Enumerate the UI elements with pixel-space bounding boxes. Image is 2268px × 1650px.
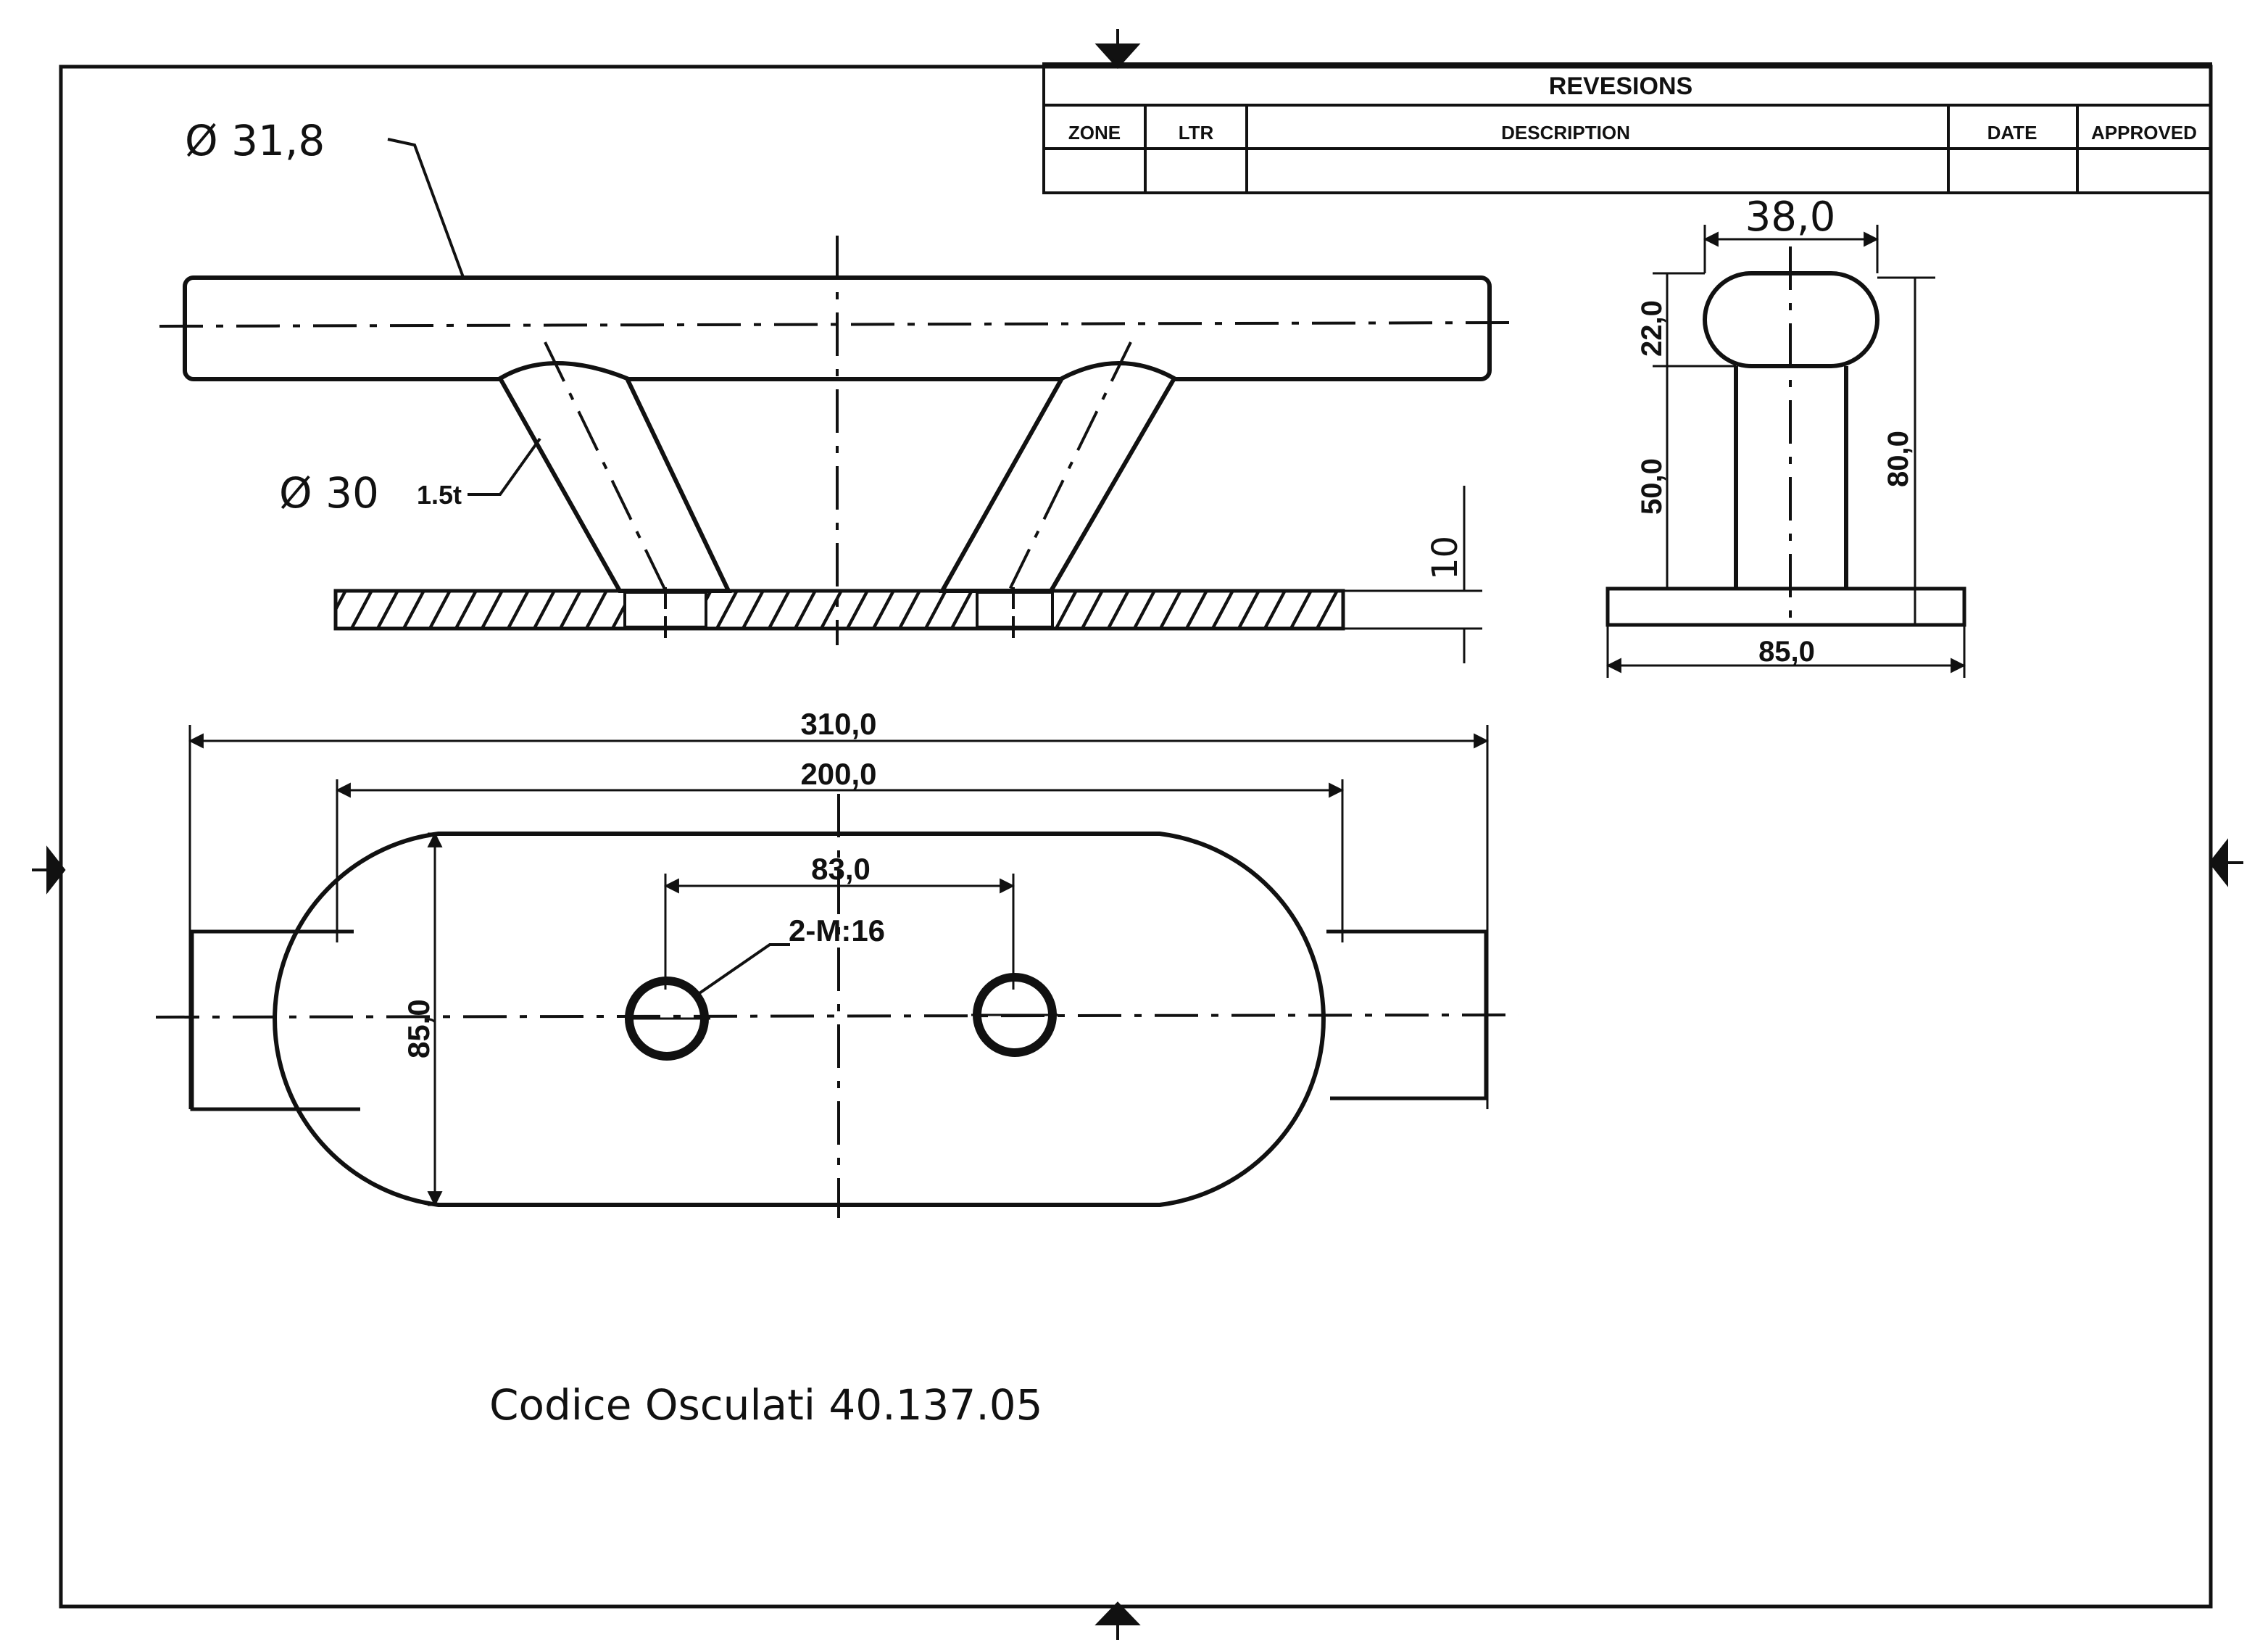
side-view bbox=[1606, 225, 1966, 678]
leg-thickness-label: 1.5t bbox=[417, 480, 462, 510]
side-top-width-dim: 38,0 bbox=[1745, 194, 1836, 241]
col-ltr: LTR bbox=[1179, 122, 1214, 144]
side-leg-height-dim: 50,0 bbox=[1636, 458, 1668, 515]
product-code: Codice Osculati 40.137.05 bbox=[489, 1380, 1043, 1430]
base-length-dim: 200,0 bbox=[800, 757, 876, 791]
tube-end-left bbox=[190, 929, 360, 1111]
side-base-plate bbox=[1606, 586, 1966, 627]
leg-diameter-label: Ø 30 bbox=[279, 468, 379, 518]
col-date: DATE bbox=[1987, 122, 2038, 144]
front-view bbox=[159, 138, 1512, 663]
base-plate-outline bbox=[273, 832, 1326, 1207]
side-base-width-dim: 85,0 bbox=[1758, 636, 1815, 668]
side-tube-height-dim: 22,0 bbox=[1636, 300, 1668, 357]
left-leg bbox=[497, 361, 732, 593]
hole-spacing-dim: 83,0 bbox=[811, 852, 871, 886]
holes-label: 2-M:16 bbox=[789, 913, 885, 948]
tube-diameter-label: Ø 31,8 bbox=[185, 116, 325, 165]
right-leg bbox=[938, 361, 1178, 593]
col-zone: ZONE bbox=[1068, 122, 1121, 144]
top-view bbox=[155, 725, 1519, 1218]
revisions-table bbox=[1042, 62, 2212, 194]
col-description: DESCRIPTION bbox=[1501, 122, 1630, 144]
revisions-title: REVESIONS bbox=[1549, 72, 1692, 100]
drawing-border bbox=[59, 65, 2213, 1609]
base-thickness-dim: 10 bbox=[1425, 536, 1466, 580]
centering-marks bbox=[32, 29, 2243, 1640]
side-total-height-dim: 80,0 bbox=[1882, 431, 1914, 487]
overall-length-dim: 310,0 bbox=[800, 707, 876, 741]
base-plate-section bbox=[333, 589, 1345, 631]
base-width-dim: 85,0 bbox=[402, 999, 436, 1058]
col-approved: APPROVED bbox=[2091, 122, 2197, 144]
